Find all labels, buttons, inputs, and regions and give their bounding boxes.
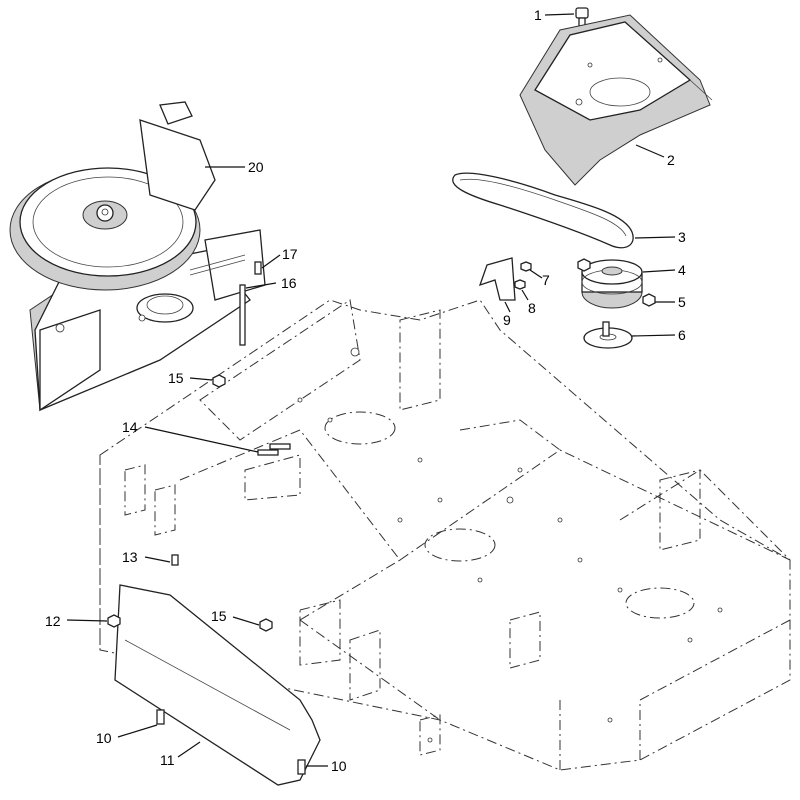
leader-lines — [66, 13, 676, 767]
callout-3: 3 — [678, 229, 686, 245]
callout-2: 2 — [667, 152, 675, 168]
callout-11: 11 — [160, 752, 175, 768]
callout-7: 7 — [542, 272, 550, 288]
part-3-belt — [452, 172, 634, 249]
callout-6: 6 — [678, 327, 686, 343]
callout-4: 4 — [678, 262, 686, 278]
callout-5: 5 — [678, 294, 686, 310]
blower-assembly — [9, 101, 266, 412]
callout-9: 9 — [503, 312, 511, 328]
callout-13: 13 — [122, 549, 138, 565]
callout-16: 16 — [281, 275, 297, 291]
callout-15-lower: 15 — [211, 608, 227, 624]
part-6-washer — [583, 321, 633, 349]
callout-10-lower: 10 — [331, 758, 347, 774]
callout-14: 14 — [122, 419, 138, 435]
callout-10-upper: 10 — [96, 730, 112, 746]
part-11-plate — [114, 584, 321, 786]
callout-labels: 1 2 3 4 5 6 7 8 9 10 10 11 12 13 14 15 1… — [45, 7, 686, 774]
callout-17: 17 — [282, 246, 298, 262]
fasteners — [107, 258, 656, 775]
callout-20: 20 — [248, 159, 264, 175]
part-16-rod — [239, 284, 246, 346]
part-9-bracket — [478, 257, 516, 301]
callout-1: 1 — [534, 7, 542, 23]
callout-12: 12 — [45, 613, 61, 629]
callout-8: 8 — [528, 300, 536, 316]
part-2-belt-cover — [519, 14, 713, 186]
callout-15-upper: 15 — [168, 370, 184, 386]
mower-deck — [99, 299, 791, 771]
part-4-pulley — [581, 259, 643, 309]
